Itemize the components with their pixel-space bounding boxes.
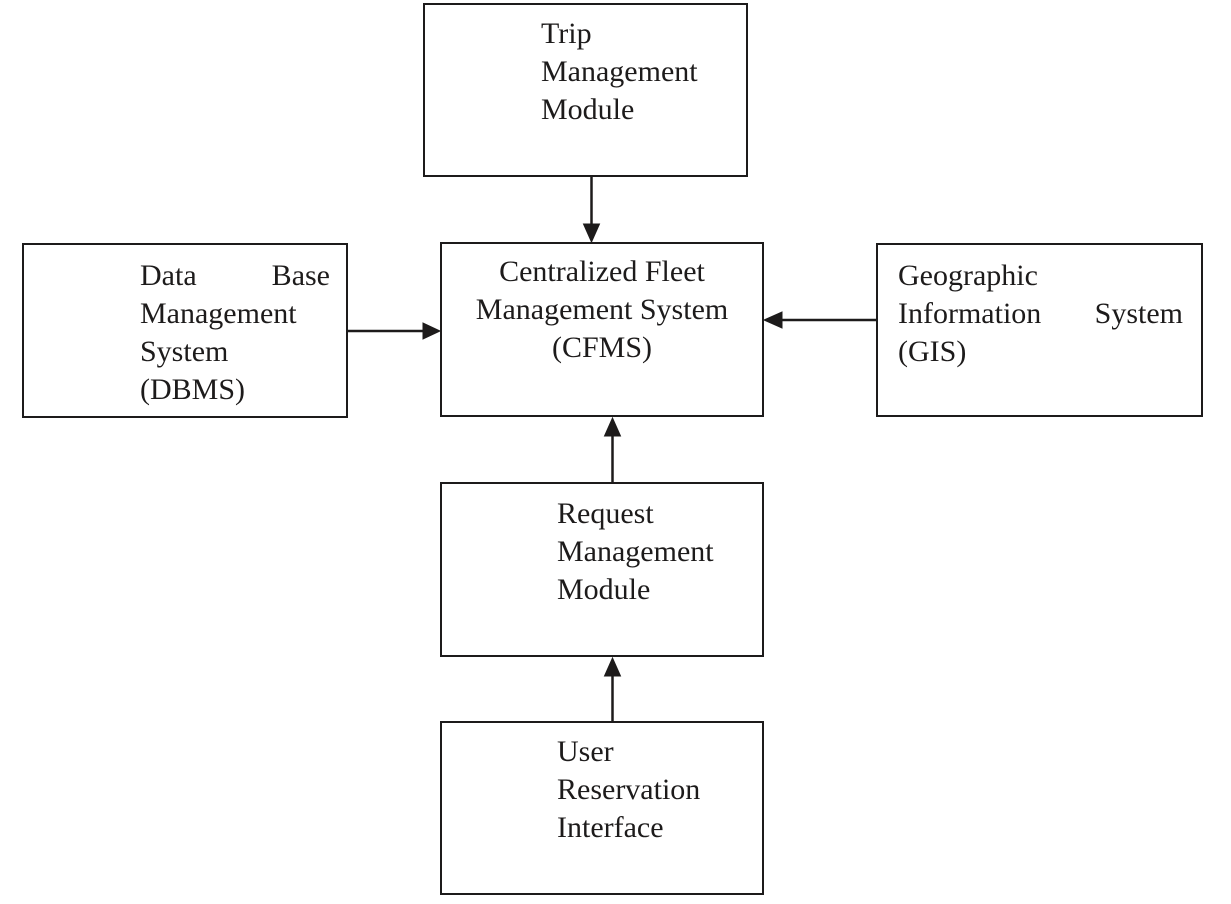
node-label-line: User [557, 735, 614, 768]
node-user-reservation-interface: User Reservation Interface [440, 721, 764, 895]
node-label-line: (DBMS) [140, 373, 246, 406]
node-geographic-information-system: Geographic Information System (GIS) [876, 243, 1203, 417]
node-label-line: Management System [475, 293, 729, 326]
node-label-line: Information System [898, 297, 1183, 330]
node-label-line: Management [140, 297, 297, 330]
arrow-dbms-to-cfms [348, 322, 442, 340]
node-label-line: Data Base [140, 259, 330, 292]
arrow-request-to-cfms [603, 416, 622, 482]
node-label-line: Interface [557, 811, 664, 844]
node-label-line: (CFMS) [551, 331, 653, 364]
arrow-user-to-request [603, 656, 622, 721]
node-label-line: Request [557, 497, 654, 530]
node-label-line: Trip [541, 17, 592, 50]
node-request-management-module: Request Management Module [440, 482, 764, 657]
node-label-line: Reservation [557, 773, 701, 806]
node-label-line: System [140, 335, 229, 368]
node-data-base-management-system: Data Base Management System (DBMS) [22, 243, 348, 418]
node-label-line: Management [557, 535, 714, 568]
node-label-line: Module [541, 93, 635, 126]
node-label-line: Module [557, 573, 651, 606]
arrow-gis-to-cfms [762, 311, 876, 329]
node-label-line: Centralized Fleet [499, 255, 705, 288]
node-centralized-fleet-management-system: Centralized Fleet Management System (CFM… [440, 242, 764, 417]
node-label-line: Geographic [898, 259, 1038, 292]
node-trip-management-module: Trip Management Module [423, 3, 748, 177]
node-label-line: Management [541, 55, 698, 88]
arrow-trip-to-cfms [582, 177, 601, 244]
node-label-line: (GIS) [898, 335, 967, 368]
